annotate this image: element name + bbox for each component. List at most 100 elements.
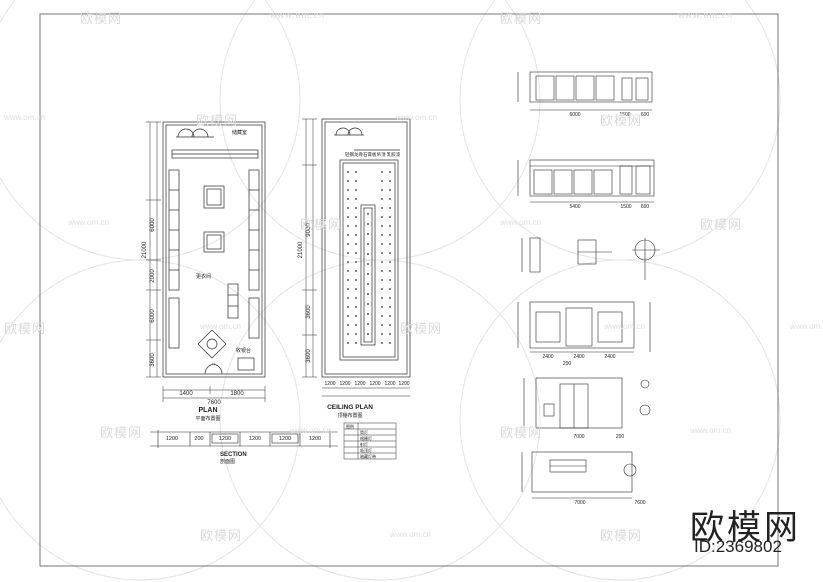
ceiling-light-dot <box>347 243 349 245</box>
watermark-site: www.om.cn <box>790 322 823 331</box>
ceiling-lights <box>347 171 391 344</box>
ceiling-dim-bottom-2: 1200 <box>339 381 350 387</box>
ceiling-light-dot <box>381 207 383 209</box>
ceiling-title-cn: 顶棚布置图 <box>337 412 362 419</box>
elev1-dim-b: 1500 <box>619 112 630 118</box>
ceiling-light-dot <box>389 297 391 299</box>
ceiling-plan-dims <box>302 118 410 397</box>
watermark-brand: 欧模网 <box>500 425 543 440</box>
ceiling-light-dot <box>389 288 391 290</box>
legend-table <box>343 422 397 460</box>
plan-dim-left-b: 2000 <box>150 269 156 283</box>
section-labels: 1200 200 1200 1200 1200 1200 SECTION 剖面图 <box>166 436 321 465</box>
section-dim-3: 1200 <box>219 436 231 442</box>
ceiling-light-dot <box>381 216 383 218</box>
legend-row-1: 图例 <box>346 423 354 429</box>
elev4-dim-c: 2400 <box>604 354 615 360</box>
ceiling-dim-bottom-3: 1200 <box>354 381 365 387</box>
ceiling-light-dot <box>389 234 391 236</box>
elevation-1-labels: 6000 1500 600 <box>569 112 649 118</box>
watermark-arcs <box>0 0 781 581</box>
section-dim-4: 1200 <box>249 436 261 442</box>
ceiling-light-dot <box>381 243 383 245</box>
elev2-dim-c: 600 <box>641 204 650 210</box>
elev2-dim-a: 5400 <box>569 204 580 210</box>
watermark-brand: 欧模网 <box>80 11 123 26</box>
elevation-4-labels: 2400 2400 2400 200 <box>542 354 615 367</box>
section-dim-2: 200 <box>194 436 203 442</box>
ceiling-light-dot <box>355 180 357 182</box>
watermark-brand: 欧模网 <box>200 528 243 543</box>
elev6-dim-b: 7600 <box>634 500 645 506</box>
ceiling-light-dot <box>381 342 383 344</box>
legend-row-6: 暗藏灯带 <box>360 453 376 459</box>
ceiling-light-dot <box>355 288 357 290</box>
ceiling-light-dot <box>347 261 349 263</box>
ceiling-plan <box>321 118 411 378</box>
ceiling-light-dot <box>381 270 383 272</box>
ceiling-light-dot <box>389 171 391 173</box>
plan-dim-bottom-a: 1400 <box>179 391 193 397</box>
watermark-site: www.om.cn <box>68 218 109 227</box>
ceiling-light-dot <box>355 171 357 173</box>
watermark-brand: 欧模网 <box>4 321 47 336</box>
legend-row-3: 格栅灯 <box>360 435 372 441</box>
elevation-2-labels: 5400 1500 600 <box>569 204 649 210</box>
section-dim-6: 1200 <box>309 436 321 442</box>
elev4-dim-a: 2400 <box>542 354 553 360</box>
ceiling-light-dot <box>367 303 369 305</box>
elev5-dim-b: 200 <box>616 434 625 440</box>
elev1-dim-c: 600 <box>641 112 650 118</box>
plan-dim-left-a: 6000 <box>150 218 156 232</box>
ceiling-light-dot <box>347 234 349 236</box>
brand-logo-text: 欧模网 <box>690 509 801 547</box>
ceiling-light-dot <box>347 297 349 299</box>
watermark-site: www.om.cn <box>690 426 731 435</box>
plan-room-fitting: 更衣间 <box>196 273 211 280</box>
elev2-dim-b: 1500 <box>620 204 631 210</box>
ceiling-light-dot <box>355 279 357 281</box>
ceiling-light-dot <box>355 207 357 209</box>
ceiling-light-dot <box>381 333 383 335</box>
floor-plan-labels: 21000 6000 2000 6000 3600 1400 1800 7600… <box>142 129 251 422</box>
ceiling-title-en: CEILING PLAN <box>327 404 373 411</box>
elev4-dim-b: 2400 <box>573 354 584 360</box>
ceiling-light-dot <box>355 216 357 218</box>
ceiling-light-dot <box>381 261 383 263</box>
plan-dim-left-total: 21000 <box>142 241 148 258</box>
ceiling-light-dot <box>367 293 369 295</box>
elevation-5-labels: 7000 200 <box>573 434 624 440</box>
ceiling-note: 轻钢龙骨石膏板吊顶 乳胶漆 <box>345 151 401 158</box>
ceiling-light-dot <box>355 297 357 299</box>
section-title-cn: 剖面图 <box>220 458 235 465</box>
ceiling-dim-left-a: 9000 <box>306 223 312 237</box>
ceiling-light-dot <box>367 263 369 265</box>
ceiling-light-dot <box>381 198 383 200</box>
ceiling-light-dot <box>347 225 349 227</box>
plan-dim-left-d: 3600 <box>150 353 156 367</box>
ceiling-light-dot <box>381 234 383 236</box>
ceiling-light-dot <box>389 252 391 254</box>
ceiling-light-dot <box>355 315 357 317</box>
ceiling-light-dot <box>355 306 357 308</box>
ceiling-light-dot <box>389 261 391 263</box>
ceiling-light-dot <box>389 270 391 272</box>
ceiling-light-dot <box>389 225 391 227</box>
watermark-site: www.om.cn <box>290 426 331 435</box>
legend-labels: 图例 筒灯 格栅灯 射灯 吸顶灯 暗藏灯带 <box>346 423 376 459</box>
ceiling-light-dot <box>381 171 383 173</box>
elevation-5 <box>523 377 651 429</box>
ceiling-light-dot <box>381 315 383 317</box>
ceiling-light-dot <box>367 273 369 275</box>
watermark-brand: 欧模网 <box>196 113 239 128</box>
elevation-2 <box>517 159 655 203</box>
watermark-brand: 欧模网 <box>400 321 443 336</box>
ceiling-light-dot <box>389 198 391 200</box>
elev5-dim-a: 7000 <box>573 434 584 440</box>
ceiling-light-dot <box>389 306 391 308</box>
ceiling-light-dot <box>389 189 391 191</box>
ceiling-light-dot <box>367 233 369 235</box>
ceiling-light-dot <box>389 279 391 281</box>
section-dim-5: 1200 <box>279 436 291 442</box>
